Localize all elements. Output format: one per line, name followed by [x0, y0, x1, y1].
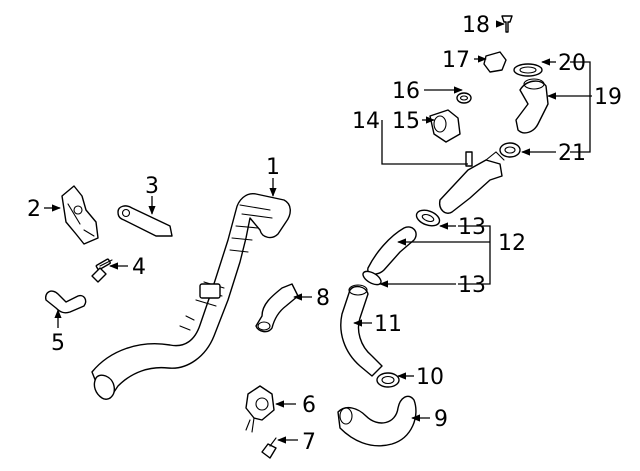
callout-3: 3 — [145, 174, 159, 199]
leader-lines — [44, 20, 592, 444]
callout-15: 15 — [392, 109, 420, 134]
part-4-bolt — [91, 258, 113, 283]
callout-19: 19 — [594, 85, 622, 110]
callout-9: 9 — [434, 407, 448, 432]
callout-20: 20 — [558, 51, 586, 76]
callout-1: 1 — [266, 155, 280, 180]
part-21-clamp — [499, 142, 521, 158]
part-17-connector — [483, 51, 507, 73]
part-7-bolt — [261, 437, 277, 459]
callout-13-upper: 13 — [458, 215, 486, 240]
callout-18: 18 — [462, 13, 490, 38]
callout-21: 21 — [558, 141, 586, 166]
part-14-intake-pipe — [438, 151, 505, 214]
part-13-clamp-upper — [415, 209, 441, 227]
callout-8: 8 — [316, 286, 330, 311]
part-20-ring — [513, 63, 543, 77]
part-2-bracket — [61, 185, 99, 245]
callout-16: 16 — [392, 79, 420, 104]
part-6-sensor — [245, 385, 275, 433]
part-8-elbow-hose — [255, 283, 299, 333]
part-9-curved-hose — [337, 395, 417, 447]
callout-17: 17 — [442, 48, 470, 73]
part-19-elbow — [515, 78, 549, 134]
part-5-small-hose — [44, 290, 87, 314]
part-1-main-pipe — [91, 193, 291, 400]
callout-7: 7 — [302, 430, 316, 455]
callout-12: 12 — [498, 231, 526, 256]
callout-5: 5 — [51, 331, 65, 356]
callout-14: 14 — [352, 109, 380, 134]
part-10-clamp — [376, 372, 400, 388]
part-16-clamp — [456, 92, 472, 104]
part-3-bracket — [117, 205, 173, 237]
callout-numbers: 1 2 3 4 5 6 7 8 9 10 11 12 13 13 14 15 1… — [27, 13, 622, 455]
part-12-hose — [367, 226, 417, 275]
callout-2: 2 — [27, 197, 41, 222]
callout-13-lower: 13 — [458, 273, 486, 298]
part-15-valve — [429, 109, 461, 143]
callout-10: 10 — [416, 365, 444, 390]
callout-4: 4 — [132, 255, 146, 280]
callout-6: 6 — [302, 393, 316, 418]
callout-11: 11 — [374, 312, 402, 337]
part-11-hose — [340, 284, 383, 377]
